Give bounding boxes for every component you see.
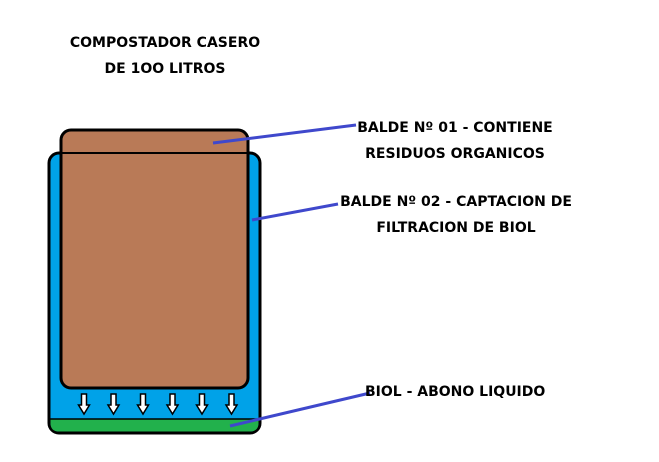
- drip-arrow-icon: [195, 393, 209, 416]
- biol-liquid: [50, 419, 259, 432]
- pointer-line-biol: [229, 391, 371, 428]
- title-line-2: DE 1OO LITROS: [104, 61, 226, 77]
- label-balde-02-line-2: FILTRACION DE BIOL: [376, 220, 536, 236]
- drip-arrows: [77, 393, 239, 416]
- title-line-1: COMPOSTADOR CASERO: [69, 35, 261, 51]
- pointer-line-balde-02: [251, 202, 339, 222]
- label-biol: BIOL - ABONO LIQUIDO: [365, 379, 555, 405]
- label-biol-text: BIOL - ABONO LIQUIDO: [365, 384, 546, 400]
- drip-arrow-icon: [106, 393, 121, 416]
- label-balde-01: BALDE Nº 01 - CONTIENE RESIDUOS ORGANICO…: [345, 115, 565, 167]
- label-balde-01-line-1: BALDE Nº 01 - CONTIENE: [357, 120, 553, 136]
- drip-arrow-icon: [136, 393, 150, 416]
- drip-arrow-icon: [165, 393, 180, 416]
- label-balde-02-line-1: BALDE Nº 02 - CAPTACION DE: [340, 194, 572, 210]
- drip-arrow-icon: [77, 393, 91, 416]
- drip-arrow-icon: [224, 393, 239, 416]
- pointer-line-balde-01: [212, 123, 357, 145]
- label-balde-01-line-2: RESIDUOS ORGANICOS: [365, 146, 545, 162]
- label-balde-02: BALDE Nº 02 - CAPTACION DE FILTRACION DE…: [335, 189, 577, 241]
- bucket-01-body: [59, 128, 250, 390]
- diagram-title: COMPOSTADOR CASERO DE 1OO LITROS: [40, 30, 290, 82]
